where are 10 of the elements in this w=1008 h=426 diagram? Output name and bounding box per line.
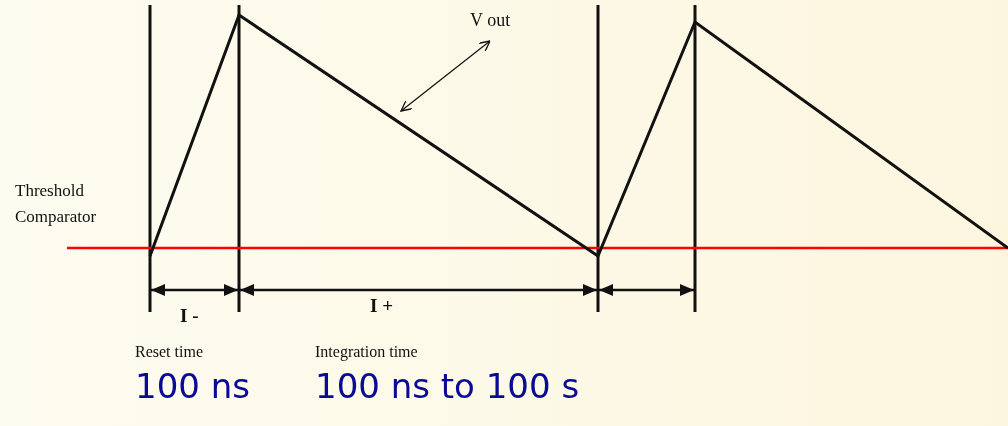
leader-arrow <box>400 40 491 112</box>
current-label: I - <box>180 305 199 327</box>
time-label: Reset time <box>135 343 203 361</box>
sawtooth-waveform <box>148 12 1008 259</box>
signal-label: V out <box>470 10 511 31</box>
duration-value: 100 ns <box>135 366 250 406</box>
time-label: Integration time <box>315 343 418 361</box>
current-label: I + <box>370 295 393 317</box>
threshold-label: Threshold Comparator <box>15 180 98 228</box>
duration-value: 100 ns to 100 s <box>315 366 580 406</box>
